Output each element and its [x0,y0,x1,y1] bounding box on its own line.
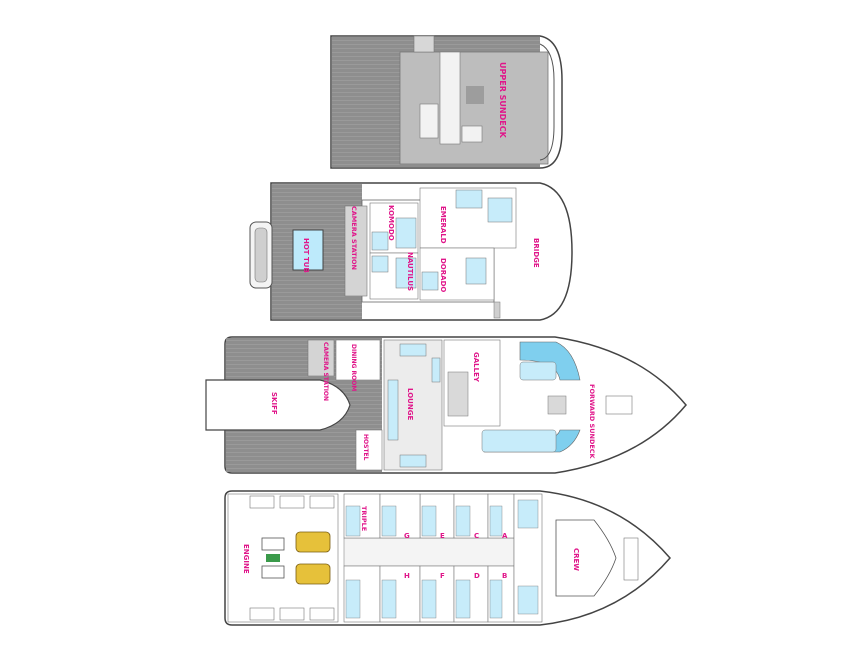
cabin-label-f: F [440,572,445,580]
cabin-label-a: A [502,532,508,540]
lounge-sofa-right [431,357,441,383]
hot-tub [292,229,324,271]
upper-sundeck-bench [461,125,483,143]
komodo-bed [395,217,417,249]
cabin-label-g: G [404,532,410,540]
hostel-room [355,429,383,471]
engine-label: ENGINE [242,544,250,574]
main-engine-2 [295,563,331,585]
nautilus-bath [371,255,389,273]
engine-room [227,493,339,623]
crew-label: CREW [572,548,580,571]
forward-sundeck-label: FORWARD SUNDECK [588,384,596,460]
cabin-h-bed [381,579,397,619]
hot-tub-label: HOT TUB [302,238,310,273]
upper-sundeck-rail [539,43,555,161]
cabin-g-bed [381,505,397,537]
forward-hatch [605,395,633,415]
engine-tank-2 [279,495,305,509]
engine-tank-6 [309,607,335,621]
cabin-bottom-1-bed [345,579,361,619]
dorado-label: DORADO [439,258,447,292]
bridge-deck-davit-inner [254,227,268,283]
engine-tank-5 [279,607,305,621]
forward-pool-top [519,341,581,381]
cabin-b-bed [489,579,503,619]
lounge-sofa-top [399,343,427,357]
generator-2 [261,565,285,579]
galley-label: GALLEY [472,352,480,383]
cabin-d-bed [455,579,471,619]
komodo-bath [371,231,389,251]
upper-sundeck-mast [439,51,461,145]
cabin-label-e: E [440,532,445,540]
forward-bath-top [517,499,539,529]
main-deck: SKIFF CAMERA STATION DINING ROOM HOSTEL … [205,336,687,474]
cabin-label-d: D [474,572,480,580]
engine-tank-3 [309,495,335,509]
lounge-label: LOUNGE [406,388,414,420]
emerald-label: EMERALD [439,206,447,244]
upper-sundeck-table [419,103,439,139]
nautilus-label: NAUTILUS [406,252,414,291]
cabin-c-bed [455,505,471,537]
forward-seat-top [519,361,557,381]
generator-1 [261,537,285,551]
cabin-block-bottom [343,565,515,623]
cabin-corridor [343,537,515,567]
emerald-bath [455,189,483,209]
engine-tank-4 [249,607,275,621]
cabin-e-bed [421,505,437,537]
lower-deck: ENGINE TRIPLE [224,490,671,626]
dining-room-label: DINING ROOM [350,344,357,391]
triple-label: TRIPLE [360,506,368,531]
upper-sundeck-seat [466,86,484,104]
forward-bath-bottom [517,585,539,615]
bridge-label: BRIDGE [532,238,540,268]
camera-station-label: CAMERA STATION [350,206,358,270]
nautilus-bed [395,257,417,289]
engine-tank-1 [249,495,275,509]
skiff [205,379,351,431]
emerald-bed [487,197,513,223]
lounge-sofa-left [387,379,399,441]
cabin-f-bed [421,579,437,619]
dorado-bath [421,271,439,291]
galley-counter [447,371,469,417]
cabin-a-bed [489,505,503,537]
upper-sundeck-deck: UPPER SUNDECK [330,35,563,169]
cabin-label-c: C [474,532,479,540]
dining-room [335,339,381,381]
cabin-label-h: H [404,572,410,580]
forward-seat-bottom [481,429,557,453]
camera-station-main-label: CAMERA STATION [322,342,329,401]
hostel-label: HOSTEL [362,434,369,461]
upper-sundeck-stair [413,35,435,53]
camera-station-room [344,205,368,297]
skiff-label: SKIFF [270,392,278,415]
bridge-deck: HOT TUB CAMERA STATION KOMODO NAUTILUS E… [249,182,573,321]
cabin-label-b: B [502,572,507,580]
generator-green [266,554,280,562]
crew-bunk [623,537,639,581]
main-engine-1 [295,531,331,553]
dorado-bed [465,257,487,285]
lounge-sofa-bottom [399,454,427,468]
camera-station-main [307,339,335,377]
komodo-label: KOMODO [387,205,395,241]
triple-bed [345,505,361,537]
bridge-stair [493,301,501,319]
crew-quarters [555,519,617,597]
upper-sundeck-label: UPPER SUNDECK [498,62,507,139]
forward-stair [547,395,567,415]
cabin-block-top [343,493,515,539]
